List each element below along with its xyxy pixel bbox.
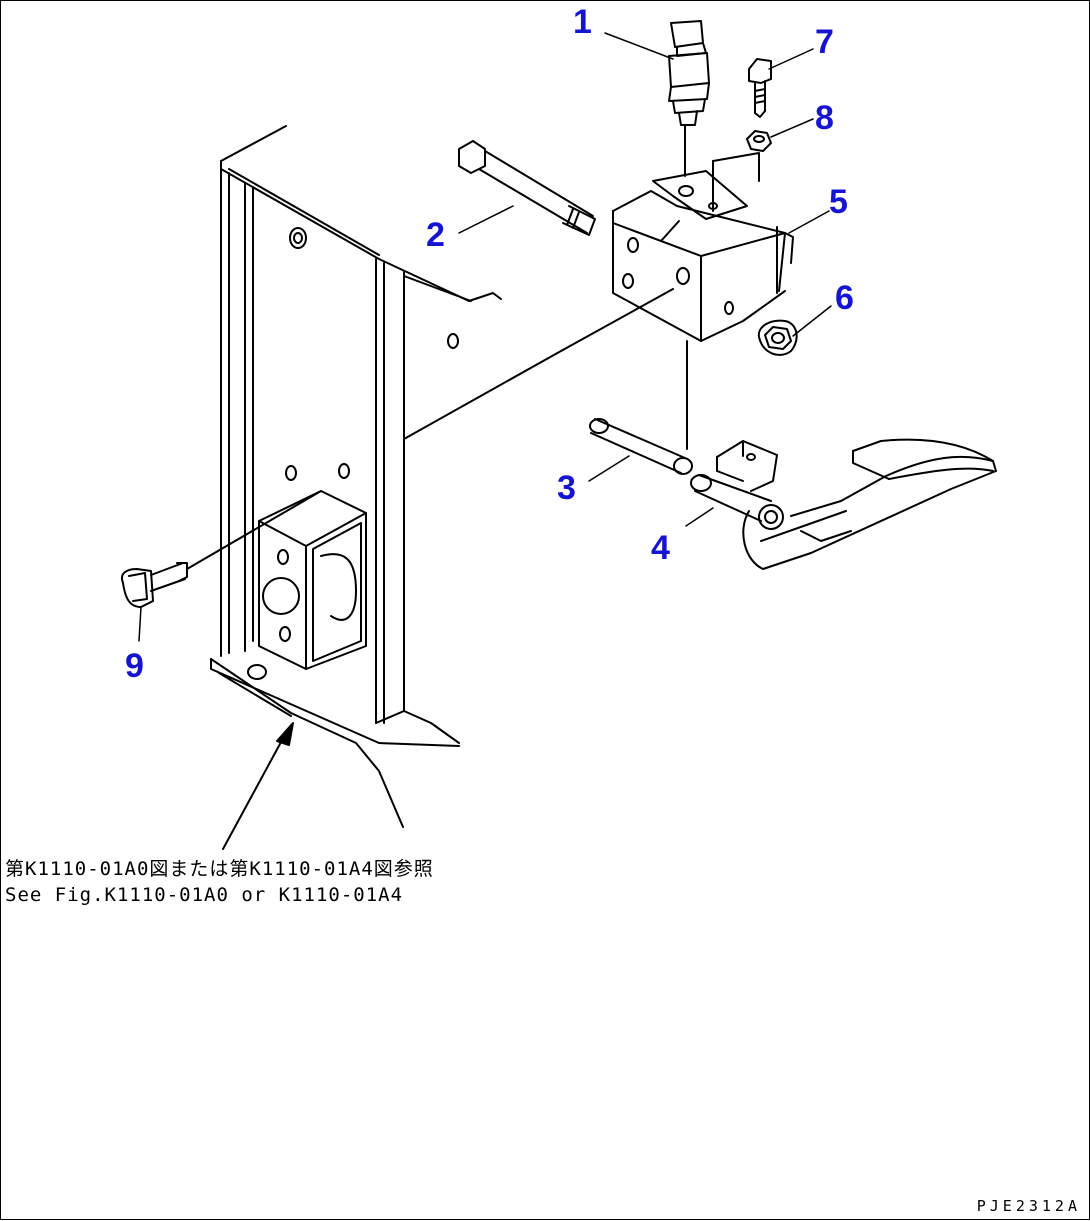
reference-note-english: See Fig.K1110-01A0 or K1110-01A4	[5, 884, 404, 906]
callout-8: 8	[815, 99, 834, 137]
part-3-bushing	[589, 418, 693, 475]
callout-7: 7	[815, 23, 834, 61]
callout-6: 6	[835, 279, 854, 317]
reference-arrow	[222, 722, 294, 850]
callout-2: 2	[426, 216, 445, 254]
part-7-small-bolt	[748, 58, 772, 118]
callout-1: 1	[573, 3, 592, 41]
part-2-long-bolt	[458, 140, 596, 236]
part-9-bolt	[121, 490, 322, 608]
part-5-bracket	[560, 170, 794, 450]
part-4-pedal	[690, 438, 997, 570]
callout-9: 9	[125, 647, 144, 685]
part-8-nut	[712, 130, 772, 212]
reference-note-japanese: 第K1110-01A0図または第K1110-01A4図参照	[5, 858, 434, 880]
part-1-switch	[668, 20, 710, 177]
callout-5: 5	[829, 183, 848, 221]
part-6-flange-nut	[757, 319, 798, 356]
callout-4: 4	[651, 529, 670, 567]
frame-structure	[210, 125, 562, 828]
leader-lines	[138, 32, 832, 642]
drawing-code: PJE2312A	[976, 1197, 1081, 1215]
callout-3: 3	[557, 469, 576, 507]
lower-bracket	[258, 490, 367, 670]
